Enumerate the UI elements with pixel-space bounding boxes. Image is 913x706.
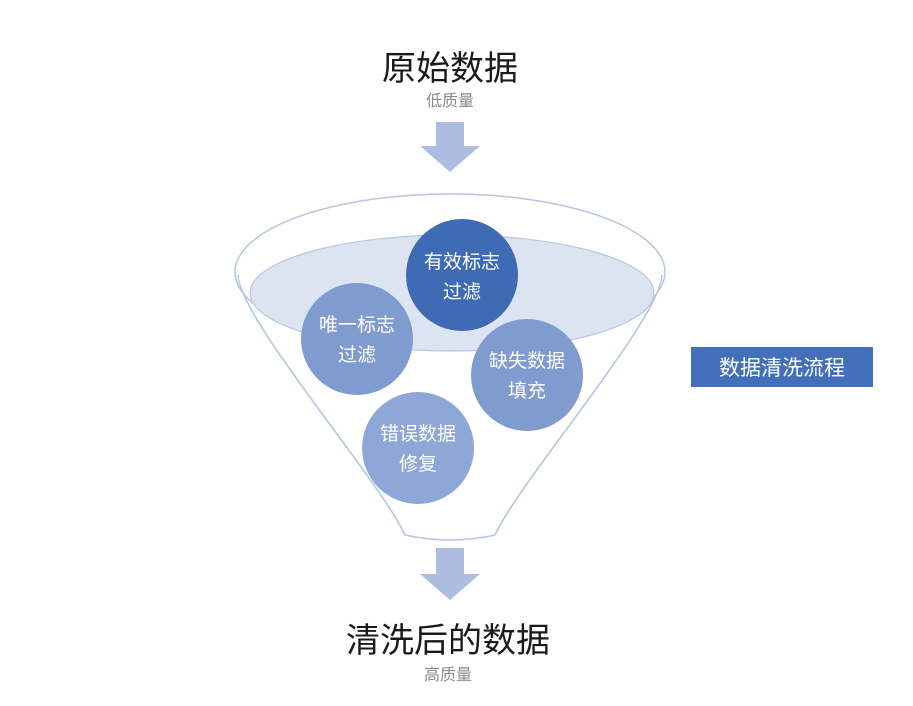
funnel-body-front	[237, 274, 663, 536]
top-down-arrow	[420, 122, 480, 172]
step-label-line2: 填充	[508, 380, 546, 402]
funnel-neck	[404, 534, 496, 541]
step-circle-unique-flag-filter: 唯一标志 过滤	[301, 283, 413, 395]
top-subtitle: 低质量	[426, 91, 474, 110]
step-label-line2: 过滤	[338, 344, 376, 366]
bottom-down-arrow	[420, 548, 480, 600]
step-label-line2: 过滤	[443, 281, 481, 303]
step-circle-missing-data-fill: 缺失数据 填充	[471, 319, 583, 431]
step-label-line1: 缺失数据	[489, 350, 565, 372]
side-label-data-cleaning-process: 数据清洗流程	[691, 347, 873, 387]
step-circle-error-data-repair: 错误数据 修复	[362, 392, 474, 504]
side-label-text: 数据清洗流程	[719, 356, 845, 380]
bottom-subtitle: 高质量	[424, 665, 472, 684]
step-label-line1: 有效标志	[424, 251, 500, 273]
step-label-line2: 修复	[399, 453, 437, 475]
step-circle-valid-flag-filter: 有效标志 过滤	[406, 219, 518, 331]
step-label-line1: 错误数据	[380, 423, 456, 445]
top-title: 原始数据	[382, 49, 518, 89]
step-label-line1: 唯一标志	[319, 314, 395, 336]
bottom-title: 清洗后的数据	[346, 621, 550, 661]
